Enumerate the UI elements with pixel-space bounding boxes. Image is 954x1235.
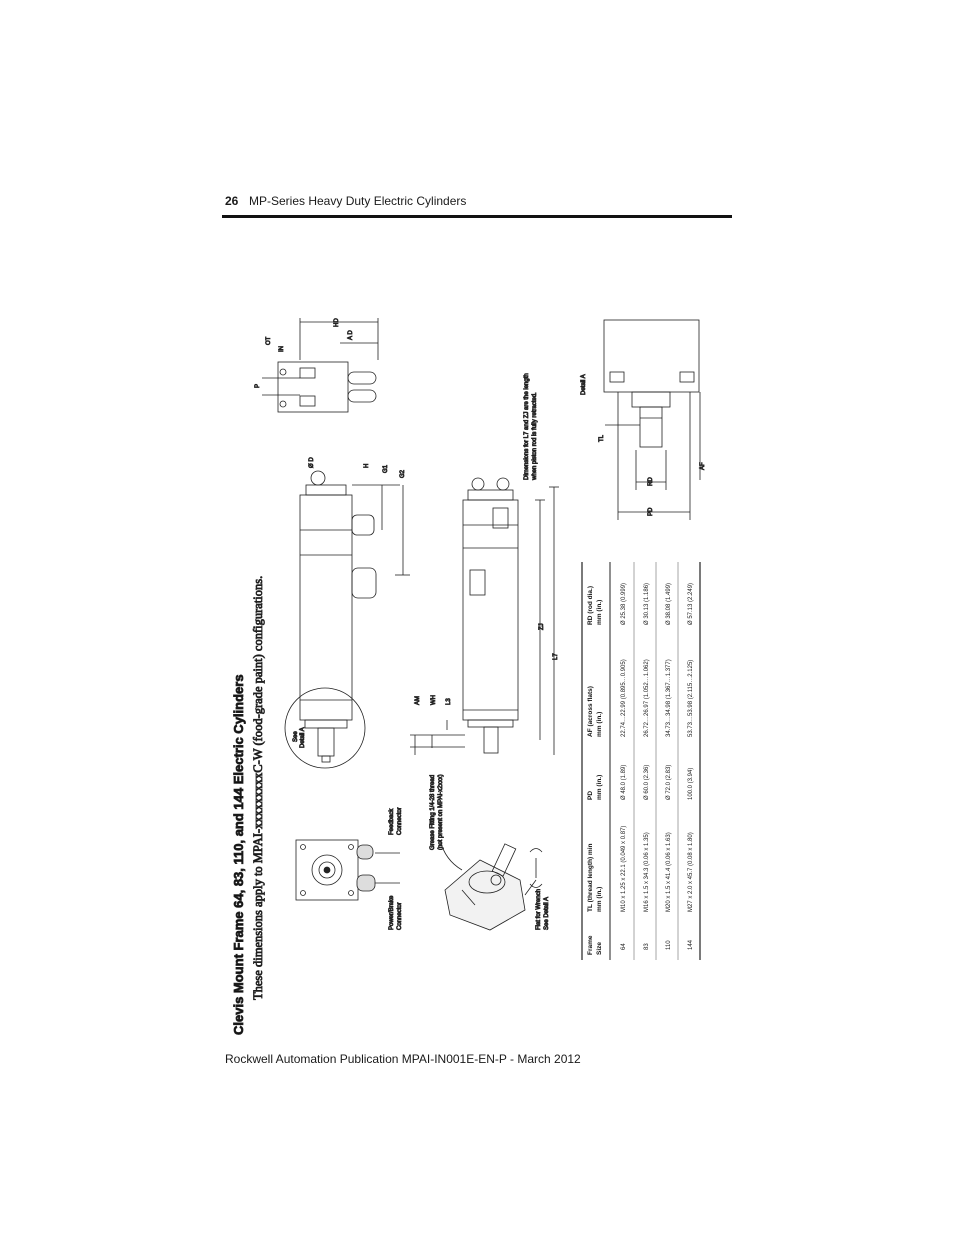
dim-l3: L3 <box>446 698 452 705</box>
grease-fitting-label-1: Grease Fitting 1/4-28 thread <box>430 775 436 850</box>
power-brake-connector-label-1: Power/Brake <box>389 895 395 930</box>
cell-pd: Ø 48.0 (1.89) <box>621 765 627 800</box>
see-detail-label-2: Detail A <box>300 727 306 748</box>
cell-frame: 110 <box>666 940 672 950</box>
cell-rd: Ø 25.38 (0.999) <box>621 583 627 625</box>
cell-pd: Ø 60.0 (2.36) <box>644 765 650 800</box>
cell-rd: Ø 30.13 (1.186) <box>644 583 650 625</box>
dimension-note-2: when piston rod is fully retracted. <box>532 392 538 481</box>
dim-g1: G1 <box>383 464 389 473</box>
table-row: 110 M20 x 1.5 x 41.4 (0.06 x 1.63) Ø 72.… <box>666 583 672 950</box>
see-detail-label-1: See <box>293 731 299 742</box>
cylinder-isometric-view <box>439 839 526 931</box>
th-frame-1: Frame <box>587 935 594 955</box>
th-af-1: AF (across flats) <box>587 686 594 737</box>
section-subtitle: These dimensions apply to MPAI-xxxxxxxxx… <box>251 576 265 1000</box>
table-row: 144 M27 x 2.0 x 45.7 (0.08 x 1.80) 100.0… <box>688 583 694 950</box>
cell-frame: 144 <box>688 939 694 950</box>
motor-end-view <box>295 839 400 901</box>
cylinder-top-view <box>299 470 400 763</box>
grease-fitting-label-2: (not present on MPAI-x2xxx) <box>438 774 444 850</box>
cell-af: 22.74…22.99 (0.895…0.905) <box>621 659 627 737</box>
th-af-2: mm (in.) <box>596 712 603 737</box>
cell-rd: Ø 57.13 (2.249) <box>688 583 694 625</box>
dim-rd: RD <box>648 477 654 486</box>
dim-pd: PD <box>648 507 654 516</box>
cell-tl: M20 x 1.5 x 41.4 (0.06 x 1.63) <box>666 832 672 912</box>
cell-af: 34.73…34.98 (1.367…1.377) <box>666 659 672 737</box>
dimension-note-1: Dimensions for L7 and ZJ are the length <box>524 373 530 480</box>
cell-pd: Ø 72.0 (2.83) <box>666 765 672 800</box>
dim-zj: ZJ <box>539 623 545 630</box>
cell-pd: 100.0 (3.94) <box>688 768 694 800</box>
dim-l7: L7 <box>553 653 559 660</box>
running-header: MP-Series Heavy Duty Electric Cylinders <box>249 194 467 208</box>
cell-frame: 83 <box>644 943 650 950</box>
feedback-connector-label-2: Connector <box>397 807 403 835</box>
table-header-row: Frame Size TL (thread length) min mm (in… <box>587 586 603 955</box>
clevis-end-view <box>262 361 377 413</box>
dim-am: AM <box>415 696 421 705</box>
cylinder-side-view <box>462 477 519 754</box>
flat-wrench-label-2: See Detail A <box>544 897 550 930</box>
dim-in: IN <box>279 346 285 352</box>
cell-tl: M10 x 1.25 x 22.1 (0.049 x 0.87) <box>621 826 627 912</box>
cell-rd: Ø 38.08 (1.499) <box>666 583 672 625</box>
cell-tl: M16 x 1.5 x 34.3 (0.06 x 1.35) <box>644 832 650 912</box>
wrench-icon <box>529 848 543 888</box>
dim-p: P <box>255 384 261 388</box>
section-title: Clevis Mount Frame 64, 83, 110, and 144 … <box>231 674 246 1035</box>
feedback-connector-label-1: Feedback <box>389 808 395 835</box>
th-frame-2: Size <box>596 942 603 955</box>
dim-ot: OT <box>266 336 272 345</box>
detail-a-callout-circle <box>284 687 366 769</box>
table-row: 64 M10 x 1.25 x 22.1 (0.049 x 0.87) Ø 48… <box>621 583 627 950</box>
dim-ad: A D <box>348 330 354 340</box>
header-rule <box>222 215 732 218</box>
dim-tl: TL <box>599 434 605 442</box>
dim-af: AF <box>700 462 706 470</box>
dimension-table <box>581 562 701 960</box>
flat-wrench-label-1: Flat for Wrench <box>536 889 542 930</box>
cell-af: 53.73…53.98 (2.115…2.125) <box>688 660 694 737</box>
cell-af: 26.72…26.97 (1.052…1.062) <box>644 659 650 737</box>
publication-footer: Rockwell Automation Publication MPAI-IN0… <box>225 1052 581 1066</box>
dim-g2: G2 <box>400 469 406 478</box>
dim-h: H <box>364 464 370 468</box>
detail-a-label: Detail A <box>581 374 587 395</box>
detail-a-drawing <box>603 319 700 448</box>
th-tl-1: TL (thread length) min <box>587 843 594 912</box>
th-rd-1: RD (rod dia.) <box>587 586 594 625</box>
th-tl-2: mm (in.) <box>596 887 603 912</box>
page-number: 26 <box>225 194 239 208</box>
cell-frame: 64 <box>621 943 627 950</box>
table-row: 83 M16 x 1.5 x 34.3 (0.06 x 1.35) Ø 60.0… <box>644 583 650 950</box>
power-brake-connector-label-2: Connector <box>397 902 403 930</box>
dim-od: Ø D <box>309 457 315 468</box>
dim-wh: WH <box>431 695 437 705</box>
th-rd-2: mm (in.) <box>596 600 603 625</box>
cell-tl: M27 x 2.0 x 45.7 (0.08 x 1.80) <box>688 832 694 912</box>
th-pd-2: mm (in.) <box>596 775 603 800</box>
th-pd-1: PD <box>587 791 594 800</box>
